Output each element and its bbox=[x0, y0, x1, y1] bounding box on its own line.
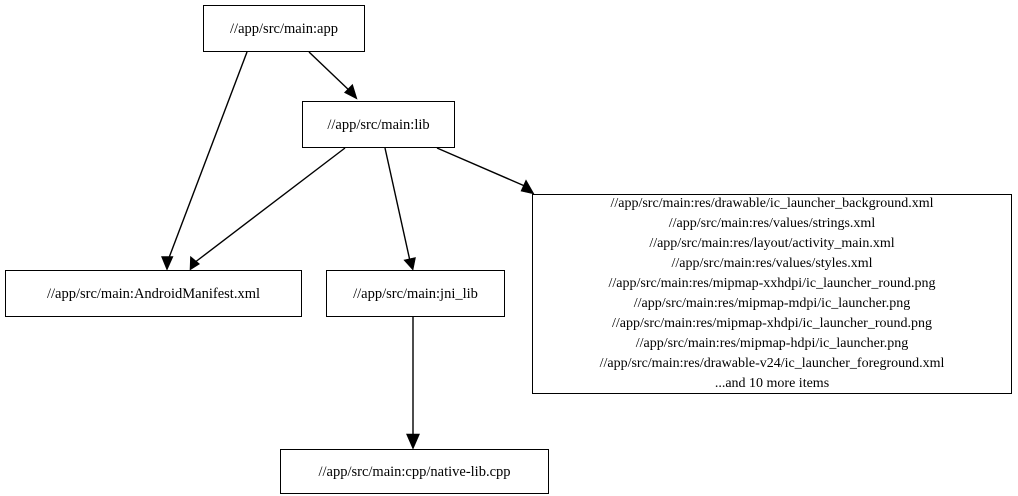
node-label-manifest: //app/src/main:AndroidManifest.xml bbox=[46, 285, 261, 302]
edge-line-app-to-lib bbox=[308, 51, 353, 94]
edge-lib-to-jni_lib bbox=[384, 147, 416, 271]
edge-line-lib-to-resources bbox=[436, 147, 528, 188]
node-label-app: //app/src/main:app bbox=[230, 20, 338, 37]
arrowhead-lib-to-jni_lib bbox=[403, 257, 416, 271]
arrowhead-app-to-manifest bbox=[161, 256, 174, 271]
node-label-native_lib: //app/src/main:cpp/native-lib.cpp bbox=[318, 463, 511, 480]
node-jni_lib[interactable]: //app/src/main:jni_lib bbox=[326, 270, 505, 317]
node-label-jni_lib: //app/src/main:jni_lib bbox=[353, 285, 478, 302]
arrowhead-jni_lib-to-native_lib bbox=[406, 433, 420, 450]
node-manifest[interactable]: //app/src/main:AndroidManifest.xml bbox=[5, 270, 302, 317]
edge-line-lib-to-manifest bbox=[193, 147, 346, 264]
arrowhead-lib-to-resources bbox=[520, 179, 535, 195]
node-native_lib[interactable]: //app/src/main:cpp/native-lib.cpp bbox=[280, 449, 549, 494]
node-app[interactable]: //app/src/main:app bbox=[203, 5, 365, 52]
node-resources[interactable]: //app/src/main:res/drawable/ic_launcher_… bbox=[532, 194, 1012, 394]
edge-line-app-to-manifest bbox=[166, 51, 248, 264]
edge-app-to-lib bbox=[308, 51, 358, 100]
edge-line-lib-to-jni_lib bbox=[384, 147, 411, 262]
node-label-resources: //app/src/main:res/drawable/ic_launcher_… bbox=[599, 196, 945, 391]
node-label-lib: //app/src/main:lib bbox=[327, 116, 430, 133]
edge-app-to-manifest bbox=[161, 51, 248, 271]
edge-lib-to-resources bbox=[436, 147, 535, 195]
arrowhead-lib-to-manifest bbox=[189, 255, 201, 271]
edge-lib-to-manifest bbox=[189, 147, 346, 271]
arrowhead-app-to-lib bbox=[343, 83, 358, 100]
edge-jni_lib-to-native_lib bbox=[406, 317, 420, 450]
node-lib[interactable]: //app/src/main:lib bbox=[302, 101, 455, 148]
